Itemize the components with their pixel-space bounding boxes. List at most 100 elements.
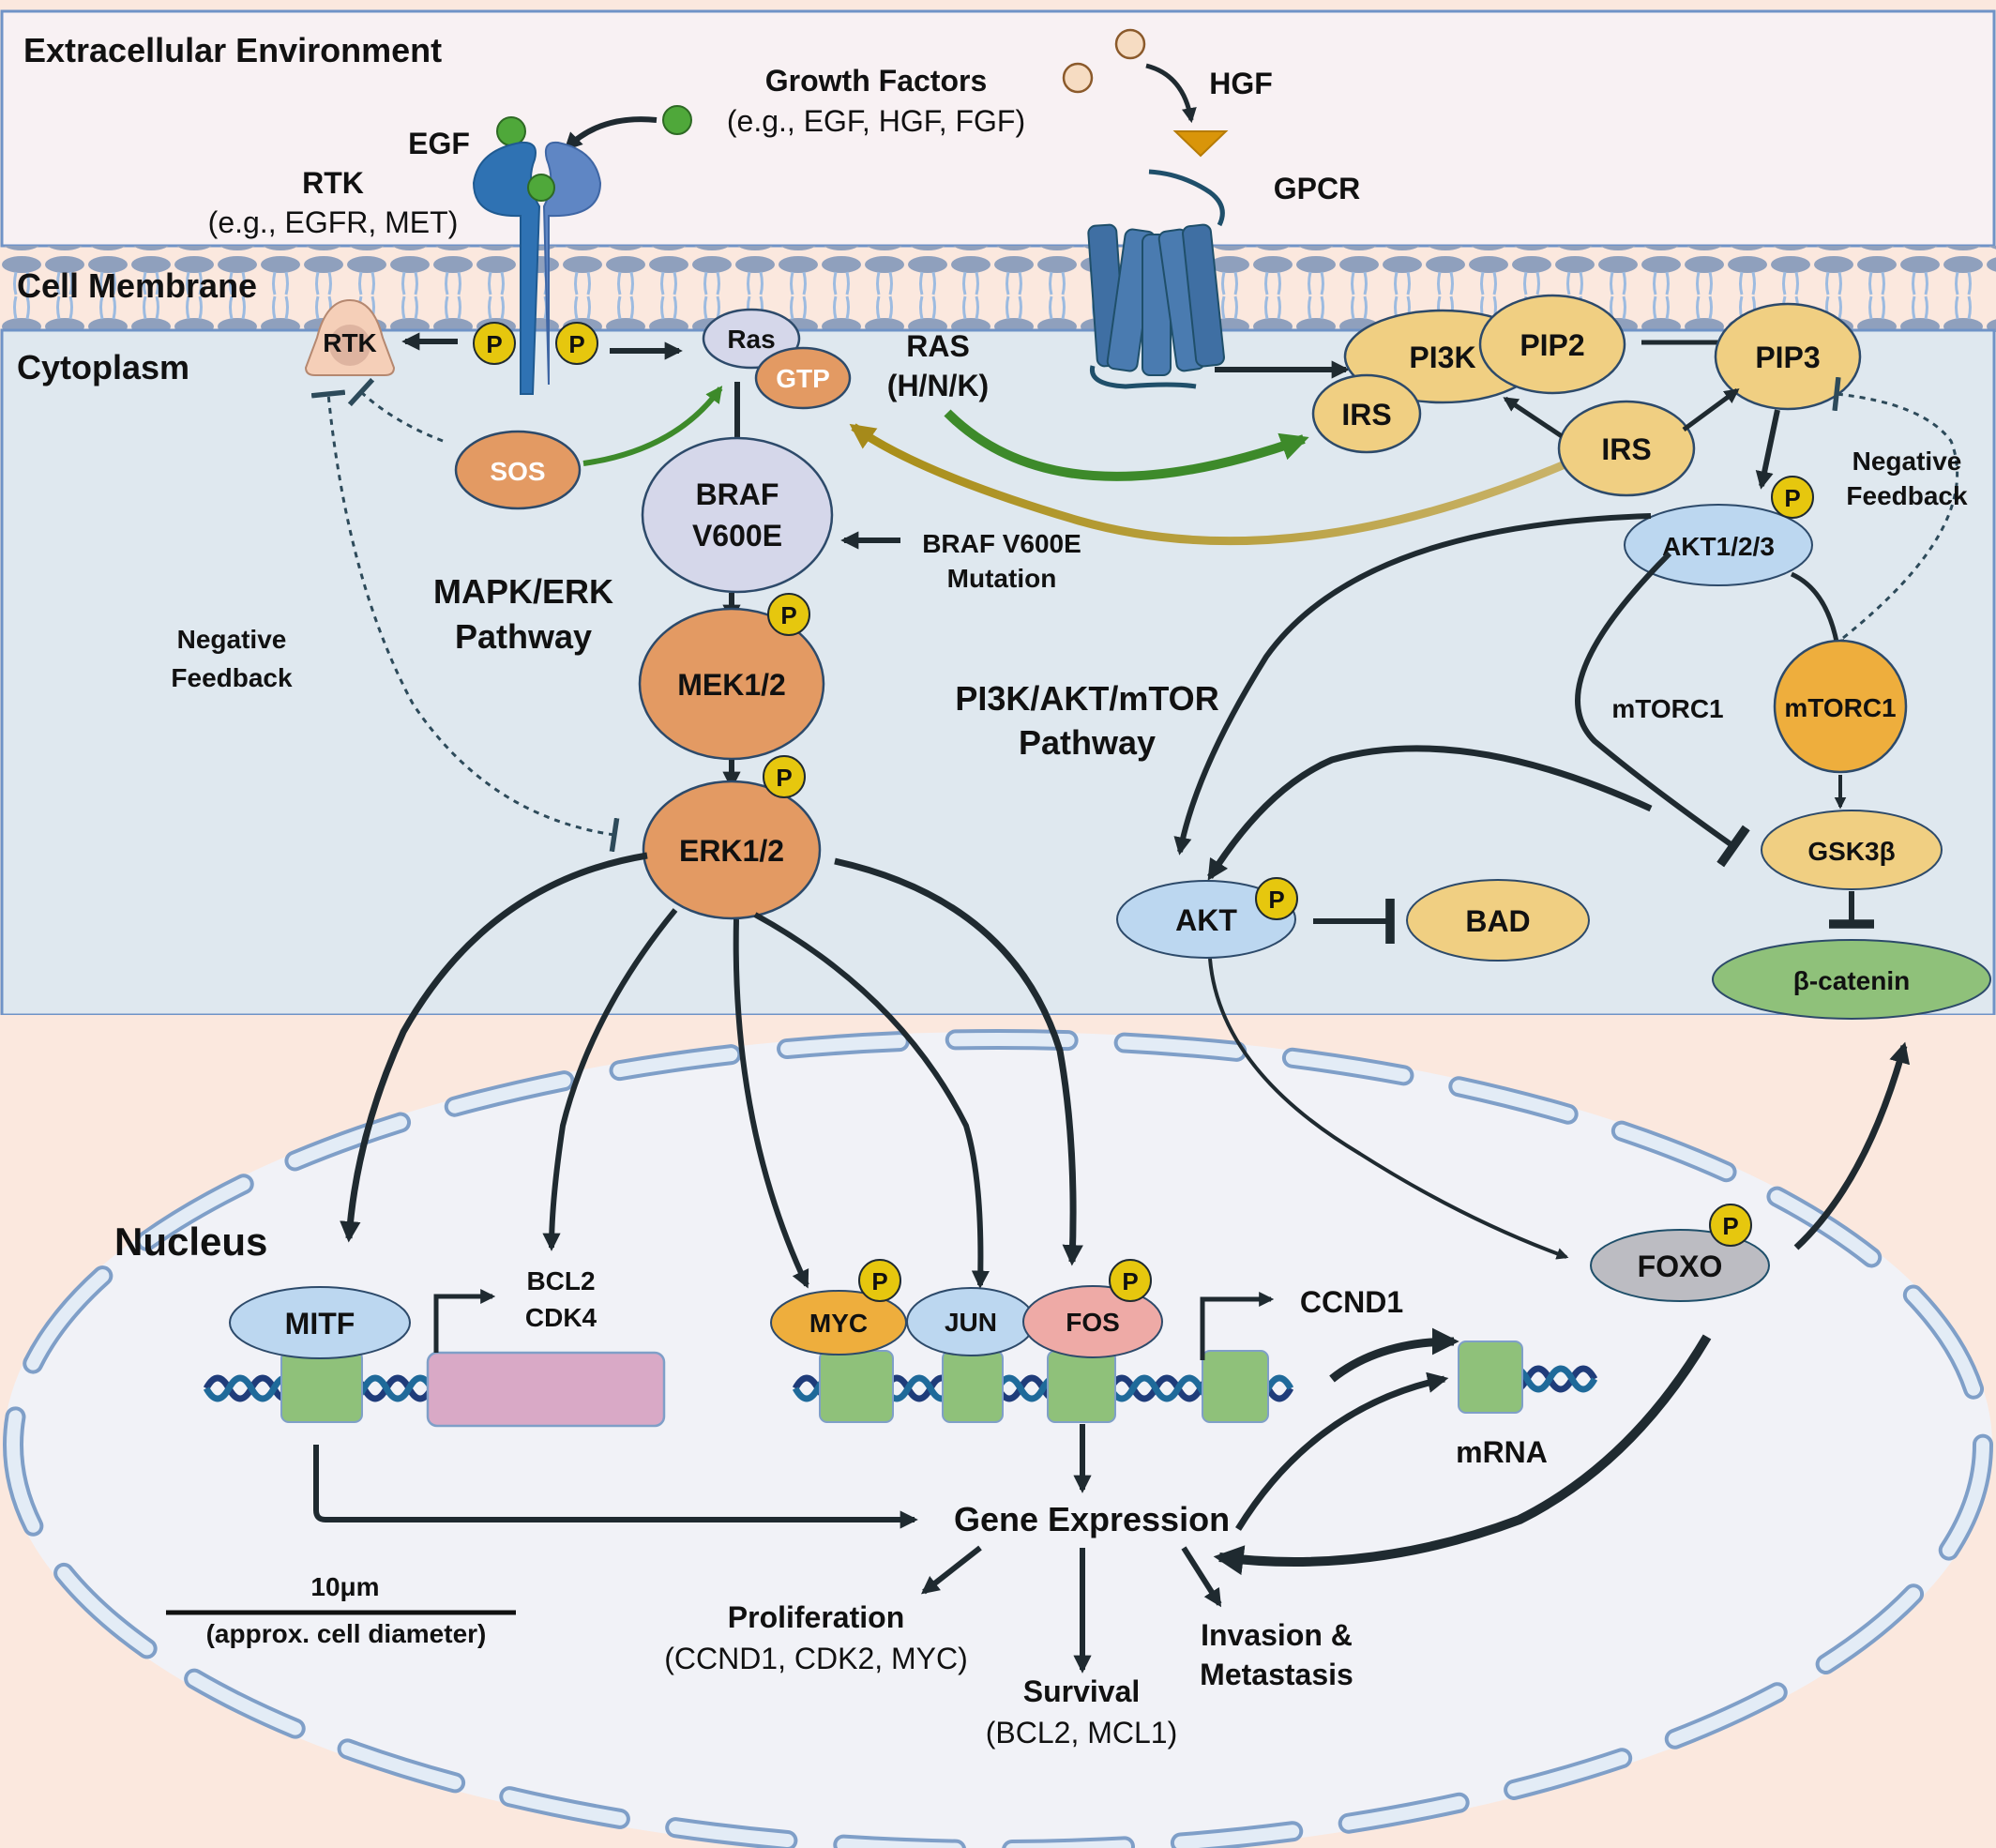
mek-node <box>638 607 825 761</box>
myc-binding-site <box>819 1350 894 1423</box>
gsk3b-node <box>1761 810 1943 890</box>
beta-catenin-node <box>1712 939 1991 1020</box>
growth-factor-ligand-icon <box>662 105 692 135</box>
hgf-label: HGF <box>1209 67 1273 100</box>
extracellular-region <box>0 9 1996 248</box>
mek-label: MEK1/2 <box>677 668 786 702</box>
jun-binding-site <box>942 1350 1004 1423</box>
growth-factors-title: Growth Factors <box>765 64 987 98</box>
svg-text:P: P <box>776 764 792 792</box>
gsk3b-akt-arrow <box>1207 745 1653 881</box>
ligand-binding-arrow <box>564 116 658 151</box>
irs-label-b: IRS <box>1601 432 1651 466</box>
erk-to-jun-arrow <box>753 912 990 1289</box>
gene-expression-to-mrna-arrow <box>1235 1371 1449 1531</box>
rtk-node-core <box>329 325 370 366</box>
pi3k-label: PI3K <box>1409 341 1475 374</box>
pip3-to-akt-arrow <box>1755 409 1780 490</box>
akt-to-foxo-arrow <box>1208 958 1569 1260</box>
mtorc1-node-label: mTORC1 <box>1784 693 1896 722</box>
ccnd1-binding-site <box>1202 1350 1269 1423</box>
gene-expression-label: Gene Expression <box>954 1500 1230 1538</box>
gene-expression-to-invasion-arrow <box>1181 1546 1222 1608</box>
phospho-badge: P <box>858 1259 901 1302</box>
myc-label: MYC <box>809 1309 868 1338</box>
nucleus-body <box>4 1032 1992 1848</box>
bcl2-label: BCL2 <box>526 1266 595 1295</box>
left-negative-feedback-line1: Negative <box>177 625 287 654</box>
braf-mutation-line1: BRAF V600E <box>922 529 1081 558</box>
gtp-node <box>754 346 852 410</box>
irs-to-pi3k-arrow <box>1503 396 1564 439</box>
irs-label-a: IRS <box>1341 398 1391 432</box>
svg-text:P: P <box>1268 886 1284 914</box>
phospho-badge: P <box>555 322 598 365</box>
mitf-transcription-arrow <box>433 1288 496 1353</box>
scale-bar-value: 10μm <box>310 1572 379 1601</box>
bcl2-cdk4-gene-box <box>426 1351 666 1428</box>
akt123-to-mtorc1-arrow <box>1790 571 1844 656</box>
egf-ligand-icon <box>496 116 526 146</box>
myc-node <box>770 1290 907 1356</box>
mtorc1-side-label: mTORC1 <box>1611 694 1723 723</box>
rtk-examples: (e.g., EGFR, MET) <box>208 205 459 239</box>
ras-isoforms-line1: RAS <box>906 329 970 363</box>
survival-genes: (BCL2, MCL1) <box>986 1716 1178 1750</box>
gsk3b-label: GSK3β <box>1807 837 1895 866</box>
irs-to-pip3-arrow <box>1682 387 1740 432</box>
rtk-node-label: RTK <box>323 328 377 357</box>
erk-to-fos-arrow <box>834 857 1083 1266</box>
pip2-node <box>1478 294 1626 395</box>
phospho-badge: P <box>1771 476 1814 519</box>
irs-to-ras-crosstalk-arrow <box>849 423 1578 546</box>
akt123-label: AKT1/2/3 <box>1662 532 1775 561</box>
hgf-ligand-icon <box>1114 28 1146 60</box>
mitf-to-gene-expression-arrow <box>313 1445 918 1529</box>
mapk-pathway-line1: MAPK/ERK <box>433 572 613 611</box>
braf-node <box>641 436 834 594</box>
pip2-label: PIP2 <box>1520 328 1584 362</box>
akt-node <box>1116 880 1296 959</box>
gpcr-receptor-icon <box>1087 169 1225 389</box>
svg-text:P: P <box>871 1267 887 1295</box>
svg-text:P: P <box>1784 484 1800 512</box>
pi3k-pathway-line2: Pathway <box>1019 723 1156 762</box>
mapk-pathway-line2: Pathway <box>455 617 592 656</box>
phospho-badge: P <box>767 593 810 636</box>
hgf-receptor-ligand-icon <box>1172 130 1229 158</box>
pi3k-pathway-line1: PI3K/AKT/mTOR <box>955 679 1218 718</box>
fos-binding-site <box>1047 1350 1116 1423</box>
rtk-title: RTK <box>302 166 364 200</box>
ccnd1-label: CCND1 <box>1300 1285 1403 1319</box>
mitf-label: MITF <box>285 1307 355 1341</box>
mrna-box <box>1458 1341 1523 1414</box>
foxo-node <box>1590 1229 1770 1302</box>
right-negative-feedback-line2: Feedback <box>1846 481 1968 510</box>
svg-text:P: P <box>486 330 502 358</box>
erk-label: ERK1/2 <box>679 834 784 868</box>
akt123-node <box>1624 504 1813 586</box>
braf-mutation-line2: Mutation <box>947 564 1057 593</box>
foxo-to-gene-expression-arrow <box>1213 1334 1712 1576</box>
mrna-label: mRNA <box>1456 1435 1548 1469</box>
ras-label: Ras <box>727 325 775 354</box>
svg-text:P: P <box>780 601 796 629</box>
jun-label: JUN <box>945 1308 997 1337</box>
beta-catenin-label: β-catenin <box>1793 966 1910 995</box>
mtorc1-negative-feedback-line <box>1832 376 1959 640</box>
gtp-label: GTP <box>776 364 830 393</box>
phospho-badge: P <box>473 322 516 365</box>
akt123-to-akt-arrow <box>1173 513 1652 856</box>
erk-to-myc-arrow <box>733 918 809 1289</box>
survival-title: Survival <box>1023 1674 1141 1708</box>
pip3-node <box>1714 302 1862 411</box>
akt123-inhibits-gsk3b-line <box>1575 551 1750 868</box>
svg-text:P: P <box>1722 1212 1738 1240</box>
svg-text:P: P <box>1122 1267 1138 1295</box>
egf-label: EGF <box>408 127 470 160</box>
phospho-badge: P <box>1109 1259 1152 1302</box>
proliferation-title: Proliferation <box>728 1600 904 1634</box>
hgf-ligand-icon-2 <box>1062 62 1094 94</box>
phospho-badge: P <box>1255 877 1298 920</box>
right-negative-feedback-line1: Negative <box>1852 447 1962 476</box>
